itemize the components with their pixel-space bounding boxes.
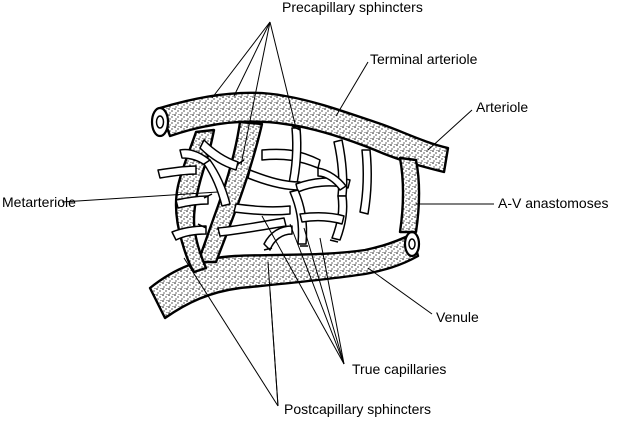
true-capillaries — [157, 127, 373, 251]
label-venule: Venule — [436, 309, 479, 325]
terminal-arteriole-vessel — [158, 91, 450, 174]
leader-lines — [61, 21, 494, 407]
label-terminal-arteriole: Terminal arteriole — [370, 51, 478, 67]
sphincter-marks — [197, 125, 339, 251]
label-precapillary-sphincters: Precapillary sphincters — [282, 0, 423, 15]
vessel-network — [148, 91, 450, 320]
label-true-capillaries: True capillaries — [352, 361, 446, 377]
metarteriole-vessel — [196, 120, 264, 264]
label-postcapillary-sphincters: Postcapillary sphincters — [284, 401, 431, 417]
venule-vessel — [148, 232, 420, 320]
label-av-anastomoses: A-V anastomoses — [498, 195, 609, 211]
av-anastomosis-vessel — [398, 156, 421, 234]
label-metarteriole: Metarteriole — [2, 194, 76, 210]
label-arteriole: Arteriole — [476, 99, 528, 115]
labels: Precapillary sphincters Terminal arterio… — [2, 0, 609, 417]
